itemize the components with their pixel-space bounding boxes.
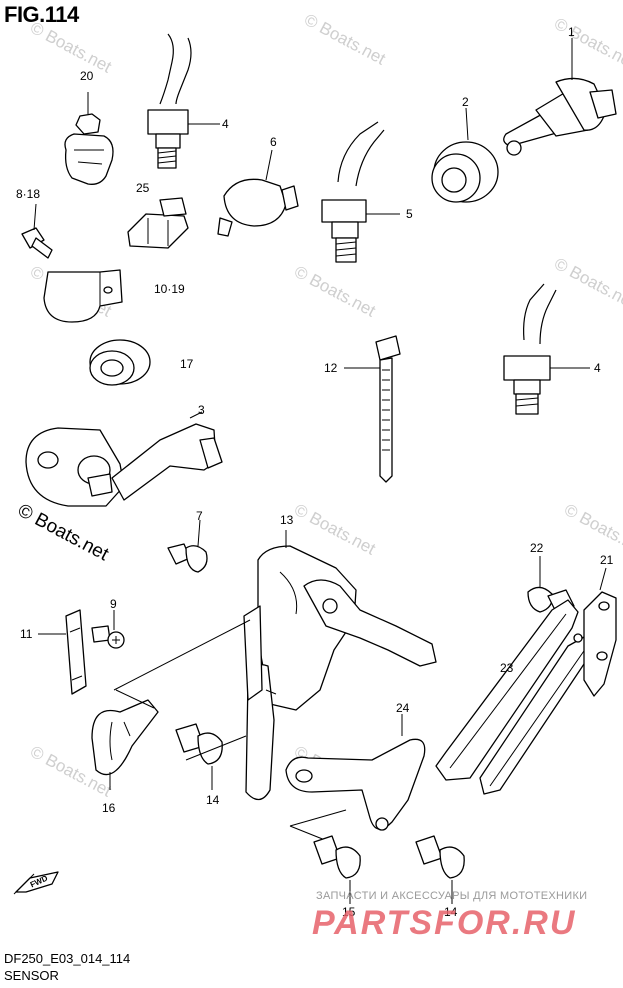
- part-10-19-clamp: [43, 269, 123, 323]
- callout-2: 2: [462, 95, 469, 109]
- callout-22: 22: [530, 541, 544, 555]
- callout-9: 9: [110, 597, 117, 611]
- part-12-cable-tie: [344, 335, 401, 483]
- part-11-strap: [38, 609, 87, 695]
- callout-1: 1: [568, 25, 575, 39]
- part-14-bolt-bottom: [415, 835, 465, 904]
- shop-logo: PARTSFOR.RU: [312, 904, 577, 942]
- part-2-grommet: [431, 107, 499, 203]
- callout-4-right: 4: [594, 361, 601, 375]
- part-6-sensor: [217, 149, 299, 237]
- callout-11: 11: [20, 627, 33, 641]
- callout-24: 24: [396, 701, 410, 715]
- part-16-clip: [91, 699, 159, 790]
- diagram-name: SENSOR: [4, 968, 59, 983]
- part-21-bracket: [583, 567, 617, 697]
- fwd-arrow-icon: [13, 871, 59, 895]
- figure-title: FIG.114: [4, 2, 79, 27]
- part-24-bracket: [285, 714, 426, 831]
- callout-15: 15: [342, 905, 356, 919]
- callout-4-upper: 4: [222, 117, 229, 131]
- callout-10-19: 10·19: [154, 282, 185, 296]
- callout-3: 3: [198, 403, 205, 417]
- part-25-holder: [127, 197, 189, 249]
- diagram-code: DF250_E03_014_114: [4, 951, 131, 966]
- callout-14-left: 14: [206, 793, 220, 807]
- part-17-grommet: [89, 339, 151, 386]
- callout-12: 12: [324, 361, 338, 375]
- part-15-bolt: [313, 835, 361, 904]
- callout-8-18: 8·18: [16, 187, 41, 201]
- callout-21: 21: [600, 553, 614, 567]
- part-14-bolt-left: [175, 723, 223, 790]
- callout-7: 7: [196, 509, 203, 523]
- part-23-arm: [435, 599, 597, 795]
- shop-tagline: ЗАПЧАСТИ И АКСЕССУАРЫ ДЛЯ МОТОТЕХНИКИ: [316, 890, 588, 902]
- part-7-bolt: [167, 519, 208, 573]
- part-1-sensor: [503, 38, 617, 156]
- callout-20: 20: [80, 69, 94, 83]
- callout-23: 23: [500, 661, 514, 675]
- callout-5: 5: [406, 207, 413, 221]
- part-5-sensor: [321, 121, 400, 263]
- part-13-bracket: [243, 530, 437, 801]
- callout-13: 13: [280, 513, 294, 527]
- callout-6: 6: [270, 135, 277, 149]
- part-4-sensor-upper: [147, 33, 220, 169]
- part-4-sensor-right: [503, 283, 590, 415]
- part-3-bracket: [25, 411, 223, 507]
- callout-14-bottom: 14: [444, 905, 458, 919]
- callout-17: 17: [180, 357, 194, 371]
- callout-16: 16: [102, 801, 116, 815]
- part-8-18-bolt: [21, 203, 53, 259]
- callout-25: 25: [136, 181, 150, 195]
- part-9-screw: [91, 610, 125, 649]
- part-20-clip: [64, 92, 114, 185]
